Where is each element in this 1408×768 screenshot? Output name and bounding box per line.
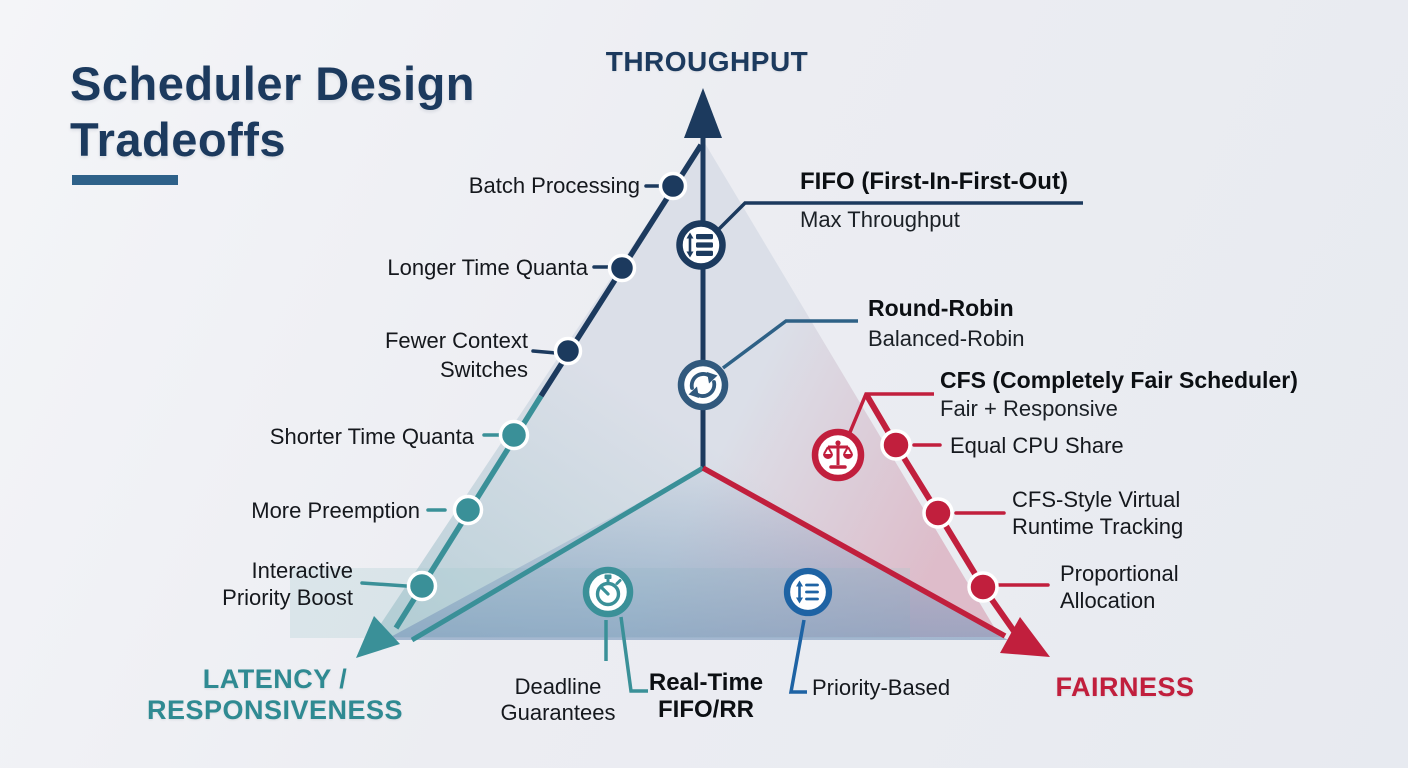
axis-latency-label: LATENCY / RESPONSIVENESS bbox=[146, 664, 404, 725]
point-longer-time-quanta: Longer Time Quanta bbox=[387, 255, 588, 280]
round-robin-connector bbox=[721, 319, 858, 370]
throughput-axis bbox=[684, 88, 722, 468]
priority-list-icon bbox=[783, 567, 833, 617]
dot-cfs-virtual-runtime bbox=[922, 497, 954, 529]
round-robin-trait: Balanced-Robin bbox=[868, 326, 1025, 351]
axis-fairness-label: FAIRNESS bbox=[1055, 672, 1195, 702]
round-robin-name: Round-Robin bbox=[868, 295, 1014, 321]
note-deadline-guarantees: Deadline Guarantees bbox=[500, 674, 616, 725]
dot-proportional-allocation bbox=[967, 571, 999, 603]
point-equal-cpu-share: Equal CPU Share bbox=[950, 433, 1124, 458]
dot-shorter-time-quanta bbox=[498, 419, 530, 451]
dot-equal-cpu-share bbox=[880, 429, 912, 461]
page-title: Scheduler Design Tradeoffs bbox=[70, 57, 475, 166]
cfs-trait: Fair + Responsive bbox=[940, 396, 1118, 421]
point-shorter-time-quanta: Shorter Time Quanta bbox=[269, 424, 474, 449]
cfs-name: CFS (Completely Fair Scheduler) bbox=[940, 367, 1298, 393]
fifo-trait: Max Throughput bbox=[800, 207, 960, 232]
stopwatch-icon bbox=[582, 566, 634, 618]
fifo-connector bbox=[714, 201, 1083, 234]
priority-connector bbox=[788, 619, 807, 694]
cycle-arrows-icon bbox=[677, 359, 729, 411]
point-cfs-virtual-runtime: CFS-Style Virtual Runtime Tracking bbox=[1012, 487, 1184, 539]
note-priority-based: Priority-Based bbox=[812, 675, 951, 700]
axis-throughput-label: THROUGHPUT bbox=[605, 46, 809, 77]
fifo-name: FIFO (First-In-First-Out) bbox=[800, 168, 1068, 195]
latency-arrow-icon bbox=[356, 616, 400, 658]
dot-longer-time-quanta bbox=[607, 253, 637, 283]
point-more-preemption: More Preemption bbox=[251, 498, 420, 523]
dot-more-preemption bbox=[452, 494, 484, 526]
balance-scales-icon bbox=[811, 428, 865, 482]
point-fewer-context-switches: Fewer Context Switches bbox=[384, 328, 528, 382]
title-underline bbox=[72, 175, 178, 185]
dot-fewer-context-switches bbox=[553, 336, 583, 366]
queue-list-icon bbox=[676, 220, 726, 270]
edge-dots bbox=[406, 171, 999, 603]
point-batch-processing: Batch Processing bbox=[468, 173, 640, 198]
throughput-arrow-icon bbox=[684, 88, 722, 138]
dot-interactive-priority-boost bbox=[406, 570, 438, 602]
cfs-connector bbox=[846, 392, 934, 438]
point-interactive-priority-boost: Interactive Priority Boost bbox=[222, 558, 353, 610]
fairness-arrow-icon bbox=[1000, 617, 1050, 657]
realtime-name: Real-Time FIFO/RR bbox=[648, 669, 764, 723]
point-proportional-allocation: Proportional Allocation bbox=[1060, 561, 1179, 613]
realtime-connector bbox=[619, 616, 648, 693]
dot-batch-processing bbox=[658, 171, 688, 201]
steel-band bbox=[385, 468, 1008, 640]
